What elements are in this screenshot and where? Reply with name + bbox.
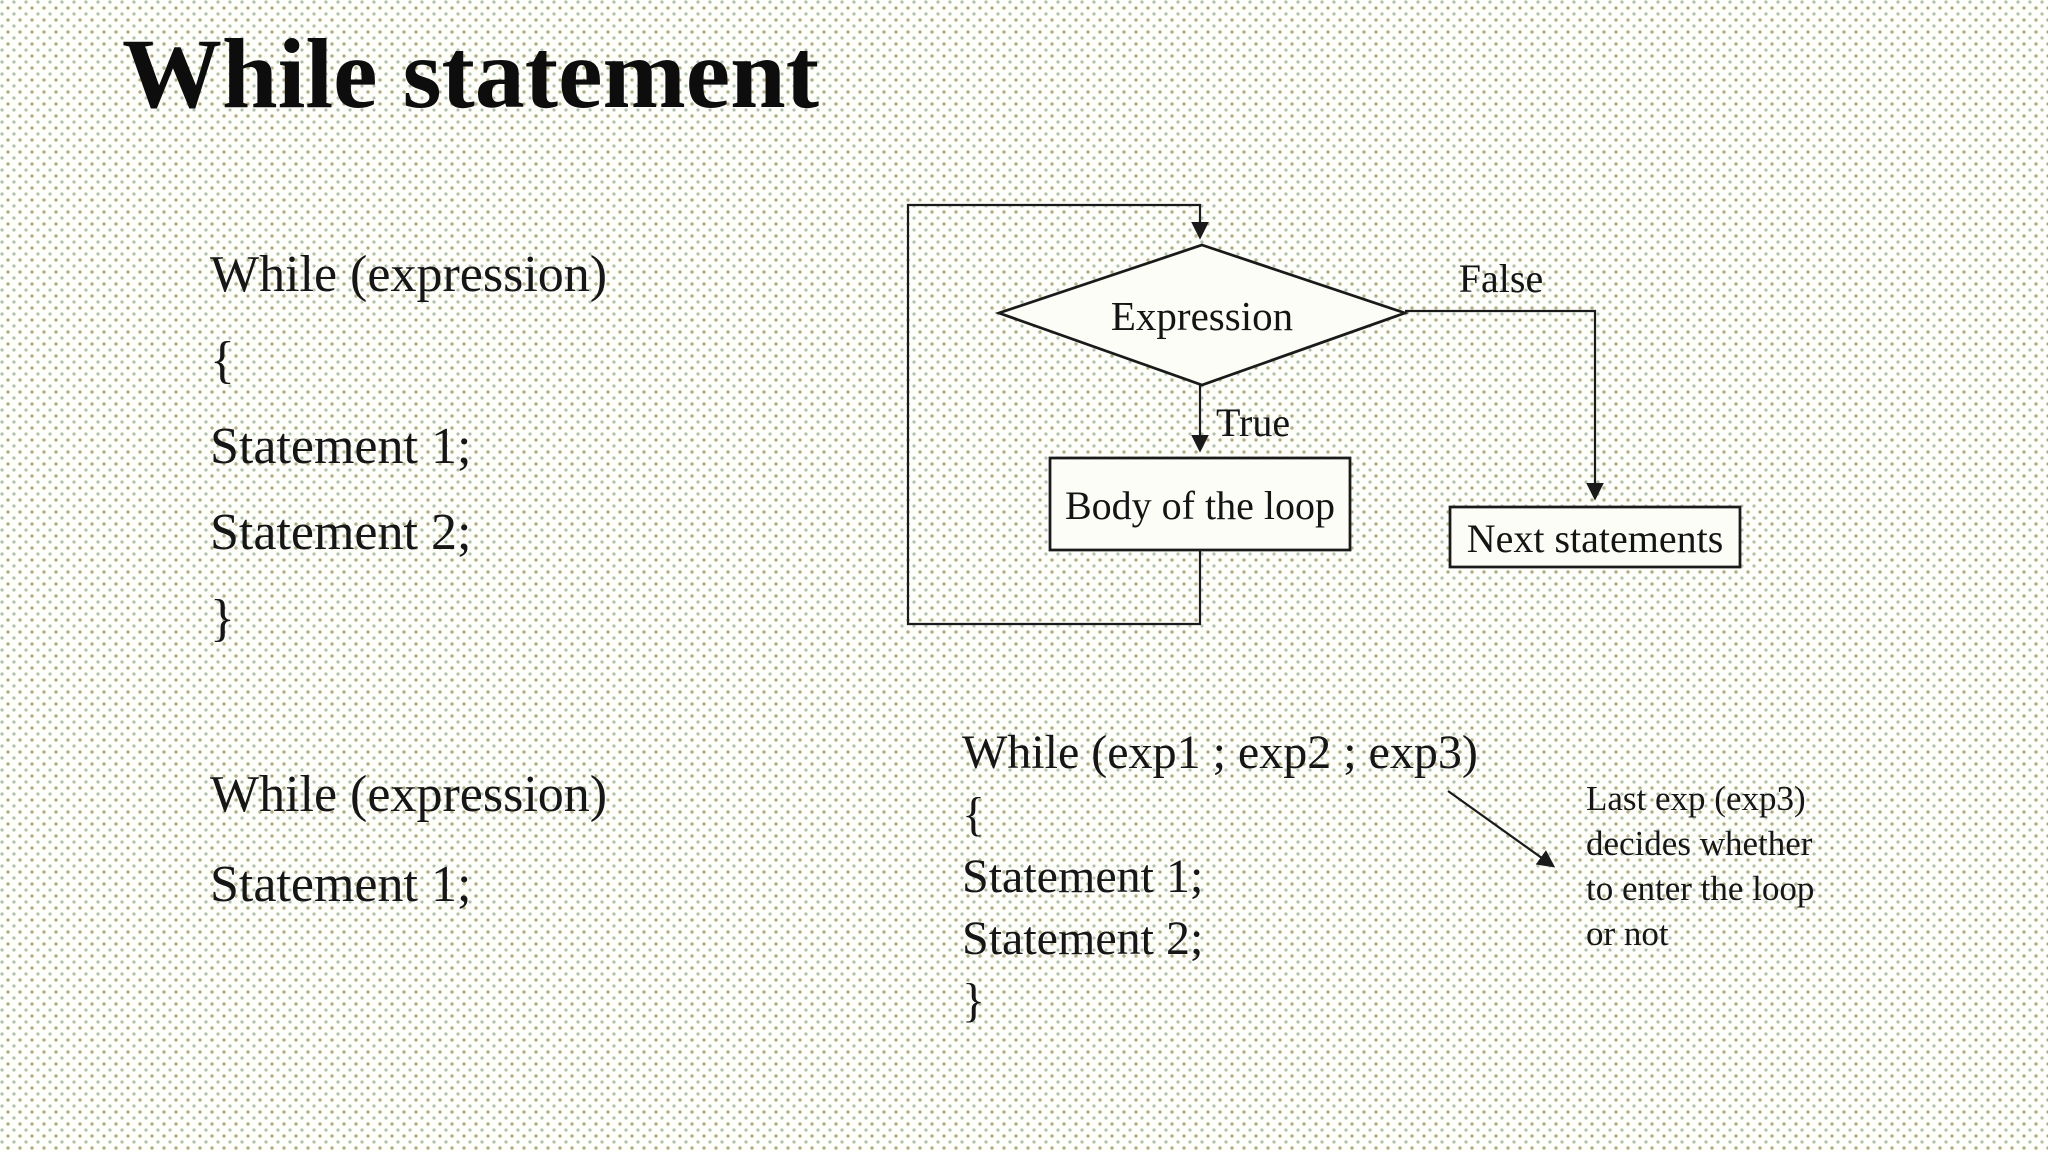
annotation-line: Last exp (exp3) bbox=[1586, 779, 1806, 818]
annotation-note: Last exp (exp3) decides whether to enter… bbox=[1586, 776, 1814, 956]
annotation-line: to enter the loop bbox=[1586, 869, 1815, 908]
code-line: While (expression) bbox=[210, 246, 608, 303]
decision-diamond bbox=[994, 243, 1410, 387]
annotation-line: or not bbox=[1586, 914, 1669, 953]
decision-label: Expression bbox=[1111, 293, 1293, 339]
code-line: Statement 1; bbox=[210, 856, 472, 913]
next-box-label: Next statements bbox=[1467, 516, 1724, 561]
code-line: Statement 2; bbox=[210, 504, 472, 561]
true-label: True bbox=[1216, 400, 1290, 445]
code-line: { bbox=[962, 788, 986, 841]
code-line: While (expression) bbox=[210, 766, 608, 823]
code-line: Statement 2; bbox=[962, 912, 1204, 965]
body-box-label: Body of the loop bbox=[1065, 483, 1335, 528]
code-line: Statement 1; bbox=[210, 418, 472, 475]
next-box bbox=[1448, 505, 1742, 569]
loop-back-connector bbox=[906, 203, 1209, 626]
code-block-while-expression: While (expression) { Statement 1; Statem… bbox=[210, 232, 607, 662]
code-line: { bbox=[210, 332, 235, 389]
code-block-while-three-expressions: While (exp1 ; exp2 ; exp3) { Statement 1… bbox=[962, 722, 1478, 1032]
code-line: Statement 1; bbox=[962, 850, 1204, 903]
code-block-while-single-statement: While (expression) Statement 1; bbox=[210, 750, 607, 930]
false-label: False bbox=[1459, 256, 1543, 301]
body-box bbox=[1048, 456, 1352, 552]
slide-title: While statement bbox=[122, 18, 820, 129]
code-line: While (exp1 ; exp2 ; exp3) bbox=[962, 726, 1478, 779]
false-arrow bbox=[1405, 309, 1604, 501]
code-line: } bbox=[962, 974, 986, 1027]
annotation-arrow bbox=[1447, 790, 1556, 868]
code-line: } bbox=[210, 590, 235, 647]
annotation-line: decides whether bbox=[1586, 824, 1813, 863]
